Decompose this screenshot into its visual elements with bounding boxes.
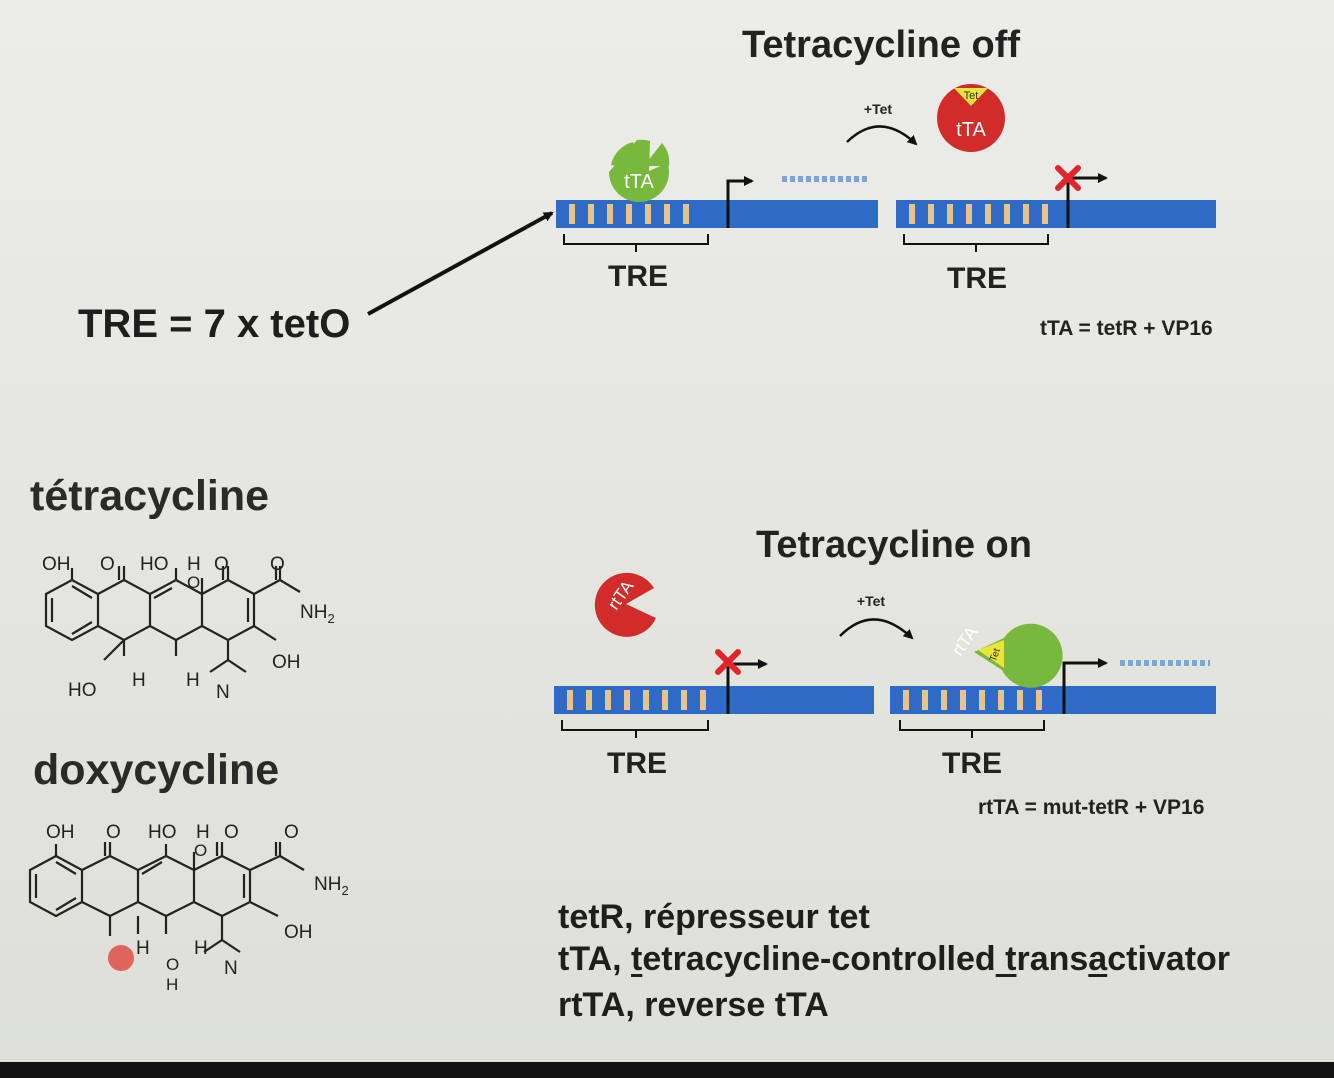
plus-tet-arrow-off: [846, 125, 918, 146]
svg-text:tTA: tTA: [624, 171, 654, 193]
rtta-protein-free: rtTA: [594, 572, 656, 637]
svg-text:HO: HO: [68, 680, 97, 701]
tet-on-panel: rtTA +Tet: [554, 572, 1216, 780]
tre-label-off-left: TRE: [608, 260, 668, 293]
tre-bracket-on-left: [561, 720, 709, 738]
svg-text:H: H: [196, 822, 210, 843]
plus-tet-label-on: +Tet: [857, 593, 885, 609]
rtta-definition: rtTA = mut-tetR + VP16: [978, 796, 1205, 819]
blocked-cross-icon-off: [1055, 165, 1081, 191]
svg-text:OH: OH: [284, 922, 313, 943]
tet-operators-off-left: [569, 204, 689, 224]
svg-text:H: H: [136, 938, 150, 959]
svg-text:H: H: [194, 938, 208, 959]
tet-operators-on-right: [903, 690, 1042, 710]
svg-text:O: O: [224, 822, 239, 843]
tetracycline-name: tétracycline: [30, 472, 270, 520]
svg-text:OH: OH: [272, 652, 301, 673]
dna-strand-off-right: [896, 200, 1216, 252]
tet-off-panel: tTA +Tet Tet tTA: [367, 84, 1216, 316]
tet-molecule-label-off: Tet: [964, 90, 979, 102]
title-tet-on: Tetracycline on: [756, 524, 1032, 566]
tet-operators-on-left: [567, 690, 706, 710]
svg-text:HO: HO: [140, 554, 169, 575]
svg-text:O: O: [106, 822, 121, 843]
svg-text:O: O: [187, 573, 200, 592]
plus-tet-label-off: +Tet: [864, 101, 892, 117]
doxycycline-name: doxycycline: [33, 746, 280, 794]
screen-bottom-edge: [0, 1062, 1334, 1078]
tre-definition: TRE = 7 x tetO: [78, 302, 351, 346]
tet-operators-off-right: [909, 204, 1048, 224]
svg-text:H: H: [186, 670, 200, 691]
svg-text:NH2: NH2: [314, 874, 349, 898]
plus-tet-arrow-on: [839, 618, 914, 640]
doxycycline-atom-labels: OH O HO H O O O NH2 OH H H O H N: [46, 822, 349, 994]
tetracycline-atom-labels: OH O HO H O O O NH2 OH HO H H N: [42, 554, 335, 703]
tre-label-on-right: TRE: [942, 747, 1002, 780]
dna-strand-off-left: [556, 200, 878, 252]
tre-pointer-arrow: [367, 211, 554, 316]
svg-text:OH: OH: [46, 822, 75, 843]
title-tet-off: Tetracycline off: [742, 24, 1021, 66]
footnote-rtta: rtTA, reverse tTA: [558, 986, 829, 1024]
promoter-arrow-off-left: [726, 176, 754, 228]
svg-text:N: N: [224, 958, 238, 979]
promoter-arrow-on-right: [1062, 658, 1108, 714]
svg-text:O: O: [166, 955, 179, 974]
tta-definition: tTA = tetR + VP16: [1040, 317, 1213, 340]
tre-bracket-on-right: [899, 720, 1045, 738]
svg-text:O: O: [100, 554, 115, 575]
svg-text:NH2: NH2: [300, 602, 335, 626]
tre-bracket-off-left: [563, 234, 709, 252]
tre-label-off-right: TRE: [947, 262, 1007, 295]
tta-protein-bound: tTA: [609, 139, 670, 202]
dna-strand-on-left: [554, 686, 874, 738]
svg-text:O: O: [284, 822, 299, 843]
dna-strand-on-right: [890, 686, 1216, 738]
svg-text:N: N: [216, 682, 230, 703]
svg-text:O: O: [270, 554, 285, 575]
svg-text:H: H: [132, 670, 146, 691]
svg-text:HO: HO: [148, 822, 177, 843]
blocked-cross-icon-on: [715, 649, 741, 675]
footnote-tetr: tetR, répresseur tet: [558, 898, 870, 936]
tta-protein-free: Tet tTA: [937, 84, 1005, 152]
svg-text:OH: OH: [42, 554, 71, 575]
svg-text:H: H: [187, 554, 201, 575]
doxycycline-structure: [28, 842, 305, 953]
svg-text:O: O: [214, 554, 229, 575]
svg-text:O: O: [194, 841, 207, 860]
tre-label-on-left: TRE: [607, 747, 667, 780]
rtta-protein-bound: Tet rtTA: [948, 623, 1063, 688]
highlight-dot: [108, 945, 134, 971]
svg-text:H: H: [166, 975, 178, 994]
svg-text:tTA: tTA: [956, 119, 986, 141]
tre-bracket-off-right: [903, 234, 1049, 252]
tet-molecule-label-on: Tet: [988, 647, 1003, 664]
tetracycline-structure: [44, 566, 301, 673]
footnote-tta: tTA, tetracycline-controlled transactiva…: [558, 940, 1231, 978]
